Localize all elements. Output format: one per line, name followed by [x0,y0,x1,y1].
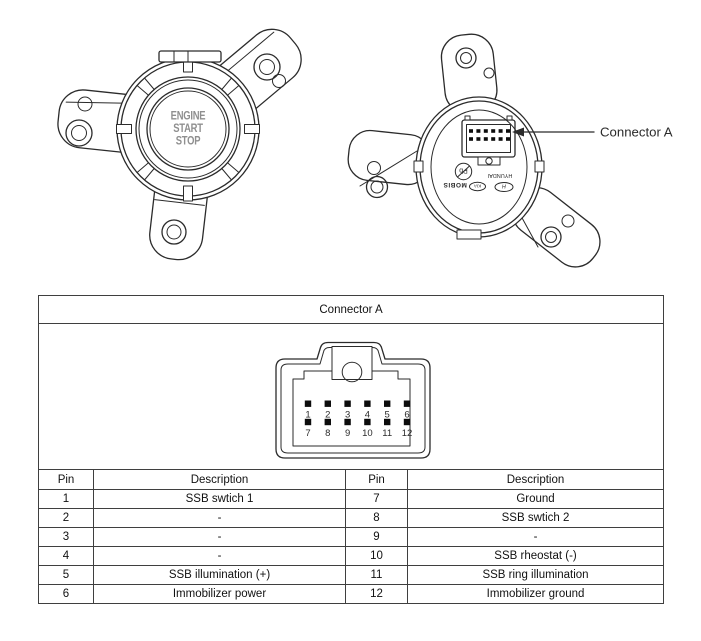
svg-text:7: 7 [305,427,310,438]
top-flat-tab [158,50,222,63]
header-pin-right: Pin [345,469,408,490]
pin-cell: 12 [345,584,408,604]
svg-text:9: 9 [344,427,349,438]
pin-cell: 6 [38,584,94,604]
pin-cell: 7 [345,489,408,509]
button-text-stop: STOP [176,135,201,148]
pin-squares [304,400,410,425]
pin-cell: 3 [38,527,94,547]
connector-a-socket [461,115,516,166]
connector-diagram-cell: 1 2 3 4 5 6 7 8 9 10 [37,323,665,470]
mounting-holes [65,53,286,245]
description-cell: SSB illumination (+) [93,565,346,585]
latch-hole [341,361,362,382]
description-cell: - [93,546,346,566]
pin-cell: 8 [345,508,408,528]
svg-text:5: 5 [384,409,389,420]
pin-cell: 4 [38,546,94,566]
svg-text:1: 1 [305,409,310,420]
svg-text:10: 10 [362,427,373,438]
pin-numbers-row2: 7 8 9 10 11 12 [305,427,412,438]
connector-a-section: Connector A [37,295,665,604]
hyundai-wordmark: HYUNDAI [487,172,512,178]
table-row: 3 - 9 - [38,527,665,547]
ssb-illustration: ENGINE START STOP [57,28,673,268]
description-cell: - [406,527,665,547]
housing-back [415,96,543,238]
table-header-row: Pin Description Pin Description [38,469,665,490]
pin-cell: 10 [345,546,408,566]
description-cell: - [93,527,346,547]
button-text-engine: ENGINE [171,110,206,123]
description-cell: SSB rheostat (-) [406,546,665,566]
table-title: Connector A [37,295,665,324]
pin-cell: 1 [38,489,94,509]
svg-text:11: 11 [382,427,392,438]
description-cell: - [93,508,346,528]
svg-text:6: 6 [404,409,409,420]
connector-outline [274,341,431,459]
description-cell: SSB ring illumination [406,565,665,585]
socket-pins [469,129,510,141]
pin-cell: 9 [345,527,408,547]
brand-marks: MOBIS HYUNDAI KIA H [443,172,514,192]
connector-a-diagram: 1 2 3 4 5 6 7 8 9 10 [274,341,431,459]
svg-text:2: 2 [325,409,330,420]
mobis-logo: MOBIS [443,181,467,188]
button-text-start: START [173,122,203,135]
connector-pinout-table: Connector A [37,295,665,604]
housing-notches [413,160,545,240]
button-face-text: ENGINE START STOP [171,110,206,148]
description-cell: Immobilizer ground [406,584,665,604]
svg-text:3: 3 [344,409,349,420]
header-description-left: Description [93,469,346,490]
callout-label: Connector A [600,125,673,140]
svg-text:12: 12 [401,427,412,438]
description-cell: SSB swtich 1 [93,489,346,509]
callout-arrow-icon [512,127,524,137]
table-row: 6 Immobilizer power 12 Immobilizer groun… [38,584,665,604]
table-row: 4 - 10 SSB rheostat (-) [38,546,665,566]
pin-numbers-row1: 1 2 3 4 5 6 [305,409,409,420]
table-row: 1 SSB swtich 1 7 Ground [38,489,665,509]
pin-cell: 11 [345,565,408,585]
connector-a-callout: Connector A [512,125,673,140]
header-pin-left: Pin [38,469,94,490]
tab-fold-line-right [520,215,539,248]
description-cell: Ground [406,489,665,509]
description-cell: Immobilizer power [93,584,346,604]
pin-cell: 5 [38,565,94,585]
table-row: 5 SSB illumination (+) 11 SSB ring illum… [38,565,665,585]
description-cell: SSB swtich 2 [406,508,665,528]
svg-text:4: 4 [364,409,369,420]
hyundai-logo: H [502,183,506,189]
kia-logo: KIA [474,184,481,189]
pb-mark-text: Pb [459,167,468,174]
svg-text:8: 8 [325,427,330,438]
pb-free-icon: Pb [454,162,473,181]
ssb-front-view: ENGINE START STOP [57,28,302,261]
table-row: 2 - 8 SSB swtich 2 [38,508,665,528]
pin-cell: 2 [38,508,94,528]
bezel-spokes [136,77,240,181]
ssb-back-view: Pb MOBIS HYUNDAI KIA H Connector A [347,33,673,268]
mounting-holes-back [365,47,575,248]
header-description-right: Description [406,469,665,490]
latch-box [331,345,373,380]
